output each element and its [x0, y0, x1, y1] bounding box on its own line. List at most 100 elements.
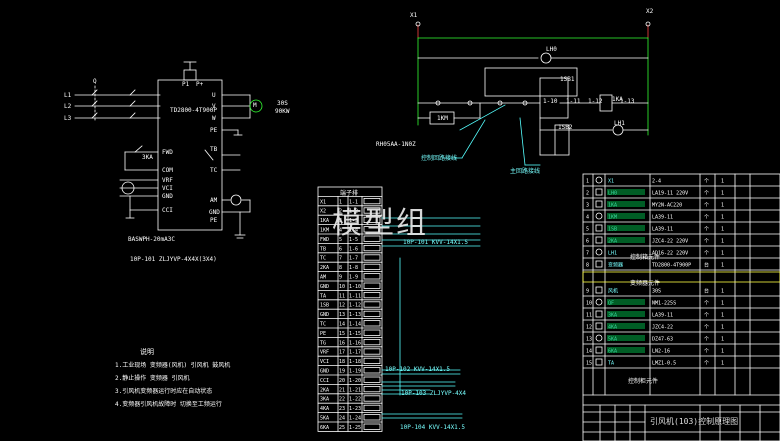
terminal-block — [363, 348, 381, 355]
motor-label: M — [253, 102, 257, 109]
parts-cell: JZC4-22 220V — [652, 239, 688, 245]
inverter-pin-w: W — [212, 115, 216, 122]
terminal-cell: VCI — [320, 359, 329, 365]
parts-cell: 1 — [721, 227, 724, 233]
parts-cell: 台 — [704, 262, 709, 269]
parts-cell: 7 — [586, 251, 589, 257]
inverter-top-pin-pplus: P+ — [196, 81, 204, 88]
parts-cell: 1 — [721, 337, 724, 343]
phase-l3-label: L3 — [64, 115, 72, 122]
note-item-4: 4.变频器引风机故障时 切换至工频运行 — [115, 401, 222, 408]
terminal-table-header: 端子排 — [340, 190, 359, 197]
control-note-1: RH05AA-1N0Z — [376, 141, 416, 148]
terminal-cell: 22 — [339, 397, 345, 403]
parts-cell: 1 — [721, 361, 724, 367]
inverter-pin-am: AM — [210, 197, 218, 204]
parts-cell: 1 — [721, 301, 724, 307]
control-x1-label: X1 — [410, 12, 418, 19]
title-block-label: 引风机(103)控制原理图 — [650, 417, 739, 426]
parts-cell: 1 — [721, 313, 724, 319]
parts-cell: 2-4 — [652, 179, 661, 185]
parts-cell: TD2800-4T900P — [652, 263, 691, 269]
terminal-cell: GND — [320, 312, 329, 318]
parts-cell: 个 — [704, 215, 709, 221]
terminal-cell: 1-9 — [349, 275, 358, 281]
terminal-cell: 1SB — [320, 303, 329, 309]
relay-1sb1-label: 1SB1 — [560, 76, 575, 83]
control-term-3: 1-12 — [588, 98, 603, 105]
parts-cell: 8 — [586, 263, 589, 269]
terminal-cell: 1-15 — [349, 331, 361, 337]
parts-cell: NM1-225S — [652, 301, 676, 307]
inverter-pin-vrf: VRF — [162, 177, 173, 184]
parts-cell: JZC4-22 — [652, 325, 673, 331]
terminal-cell: 18 — [339, 359, 345, 365]
parts-name-highlight — [607, 213, 645, 219]
terminal-block — [363, 197, 381, 205]
terminal-cell: 1-3 — [349, 218, 358, 224]
control-circuit — [415, 21, 651, 166]
terminal-cell: X1 — [320, 199, 326, 205]
note-item-2: 2.静止操作 变频器 引风机 — [115, 375, 190, 382]
terminal-block — [363, 404, 381, 412]
parts-cell: LH1 — [608, 251, 617, 257]
parts-symbol — [595, 188, 603, 196]
lamp-lh0-label: LH0 — [546, 46, 557, 53]
phase-l1-label: L1 — [64, 92, 72, 99]
relay-1km-label: 1KM — [437, 115, 448, 122]
inverter-pin-gnd-out: GND — [209, 209, 220, 216]
parts-cell: LMZ1-0.5 — [652, 361, 676, 367]
terminal-cell: 1-21 — [349, 387, 361, 393]
inverter-pin-pe-out: PE — [210, 217, 218, 224]
terminal-cable-3: 10P-103 ZLJYVP-4X4 — [401, 390, 467, 397]
terminal-block — [363, 357, 381, 365]
notes-title: 说明 — [140, 348, 154, 356]
inverter-pin-fwd: FWD — [162, 149, 173, 156]
terminal-block — [363, 226, 381, 233]
terminal-cell: 1-1 — [349, 199, 358, 205]
terminal-cell: 11 — [339, 293, 345, 299]
parts-name-highlight — [607, 335, 645, 341]
terminal-cell: 2 — [339, 209, 342, 215]
terminal-block — [363, 414, 381, 421]
terminal-block — [363, 338, 381, 346]
parts-symbol — [595, 236, 603, 244]
parts-name-highlight — [607, 311, 645, 317]
terminal-cell: TC — [320, 256, 326, 262]
terminal-cell: 2KA — [320, 387, 329, 393]
terminal-block — [363, 282, 381, 289]
terminal-cell: 1-18 — [349, 359, 361, 365]
terminal-cell: 1-23 — [349, 406, 361, 412]
relay-3ka-label: 3KA — [142, 154, 153, 161]
parts-name-highlight — [607, 323, 645, 329]
parts-cell: LA39-11 — [652, 227, 673, 233]
terminal-cable-1: 10P-101 KVV-14X1.5 — [403, 239, 469, 246]
parts-cell: 1 — [721, 325, 724, 331]
parts-cell: 台 — [704, 288, 709, 295]
parts-cell: 1 — [721, 349, 724, 355]
terminal-cell: 1-25 — [349, 425, 361, 431]
parts-name-highlight — [607, 299, 645, 305]
breaker-q-label: Q — [93, 78, 97, 85]
terminal-cell: 4KA — [320, 406, 329, 412]
parts-cell: 14 — [586, 349, 592, 355]
terminal-cell: 1-16 — [349, 340, 361, 346]
terminal-block — [363, 235, 381, 242]
inverter-pin-u: U — [212, 92, 216, 99]
parts-name-highlight — [607, 347, 645, 353]
parts-cell: 个 — [704, 361, 709, 367]
terminal-cell: 7 — [339, 256, 342, 262]
parts-symbol — [595, 286, 603, 294]
terminal-cell: 1-10 — [349, 284, 361, 290]
terminal-block — [363, 320, 381, 327]
phase-l2-label: L2 — [64, 103, 72, 110]
terminal-block — [363, 329, 381, 336]
terminal-block — [363, 423, 381, 430]
parts-cell: 1 — [721, 251, 724, 257]
terminal-cell: GND — [320, 284, 329, 290]
terminal-cell: 3KA — [320, 397, 329, 403]
parts-cell: 1 — [721, 263, 724, 269]
terminal-block — [363, 263, 381, 271]
parts-symbol — [595, 310, 603, 318]
